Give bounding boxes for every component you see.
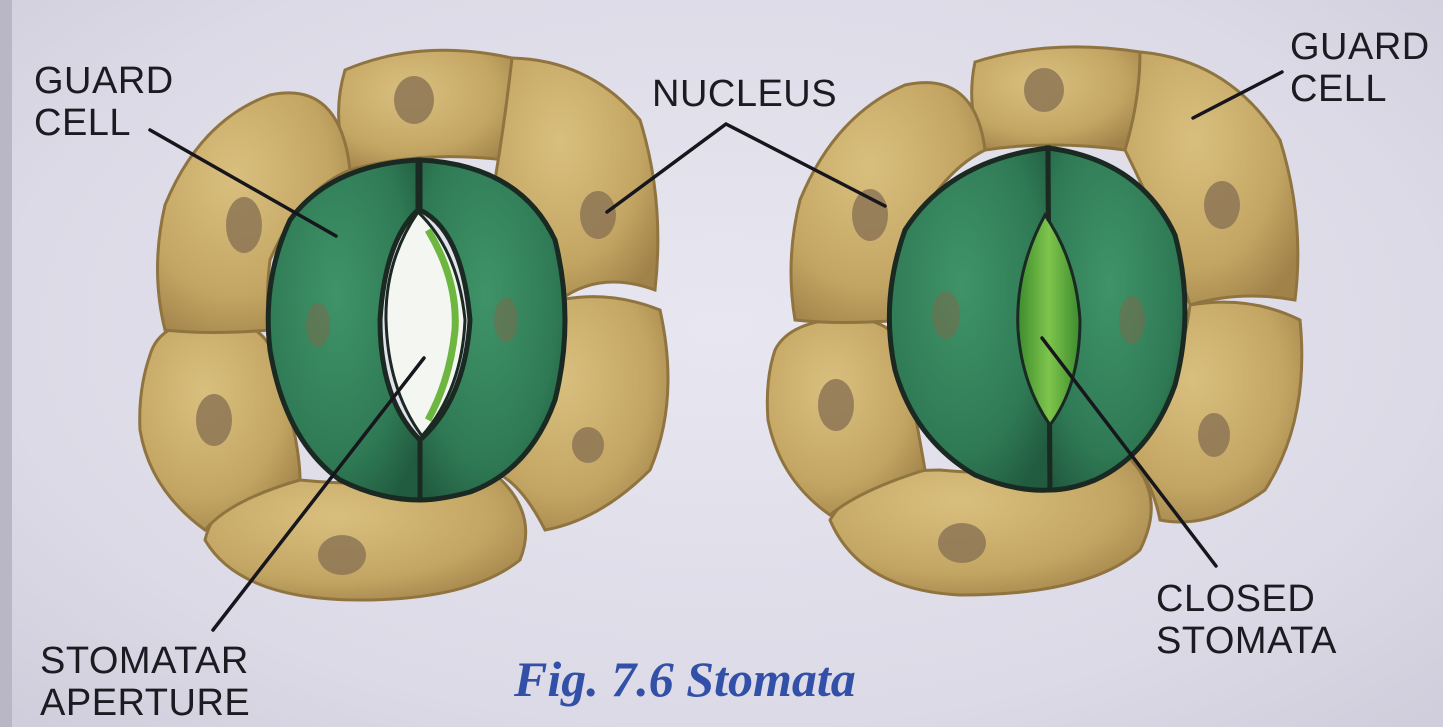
nucleus bbox=[938, 523, 986, 563]
label-guard-cell-left: GUARD CELL bbox=[34, 60, 174, 144]
label-nucleus: NUCLEUS bbox=[652, 73, 837, 115]
closed-stoma bbox=[767, 47, 1302, 595]
open-stoma bbox=[140, 50, 668, 600]
label-guard-cell-right: GUARD CELL bbox=[1290, 26, 1430, 110]
nucleus bbox=[1024, 68, 1064, 112]
label-line: CELL bbox=[1290, 68, 1430, 110]
guard-cell-nucleus bbox=[494, 298, 518, 342]
guard-cell-nucleus bbox=[306, 303, 330, 347]
nucleus bbox=[318, 535, 366, 575]
label-stomatal-aperture: STOMATAR APERTURE bbox=[40, 640, 250, 724]
nucleus bbox=[226, 197, 262, 253]
nucleus bbox=[580, 191, 616, 239]
label-closed-stomata: CLOSED STOMATA bbox=[1156, 578, 1337, 662]
label-line: STOMATAR bbox=[40, 640, 250, 682]
label-line: CELL bbox=[34, 102, 174, 144]
nucleus bbox=[572, 427, 604, 463]
label-line: STOMATA bbox=[1156, 620, 1337, 662]
guard-cell-nucleus bbox=[932, 291, 960, 339]
figure-caption: Fig. 7.6 Stomata bbox=[514, 650, 856, 708]
label-line: APERTURE bbox=[40, 682, 250, 724]
label-line: GUARD bbox=[1290, 26, 1430, 68]
nucleus bbox=[1204, 181, 1240, 229]
nucleus bbox=[1198, 413, 1230, 457]
nucleus bbox=[196, 394, 232, 446]
label-line: GUARD bbox=[34, 60, 174, 102]
label-line: CLOSED bbox=[1156, 578, 1337, 620]
nucleus bbox=[818, 379, 854, 431]
nucleus bbox=[394, 76, 434, 124]
guard-cell-nucleus bbox=[1119, 296, 1145, 344]
